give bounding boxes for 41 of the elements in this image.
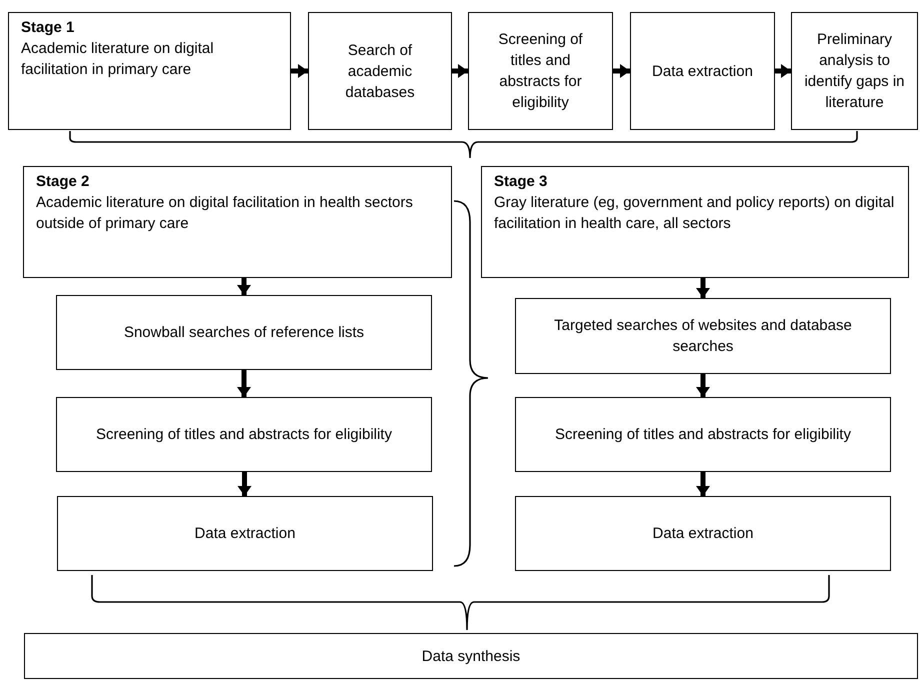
process-box <box>56 295 432 370</box>
arrow <box>775 64 791 78</box>
process-box <box>481 166 909 278</box>
arrow <box>238 472 252 496</box>
process-box <box>515 496 891 571</box>
arrow <box>613 64 630 78</box>
step-text: Academic literature on digital facilitation in primary care <box>21 39 215 80</box>
arrow <box>237 278 251 295</box>
process-box <box>308 12 452 130</box>
process-box <box>515 397 891 472</box>
step-text: Preliminary analysis to identify gaps in literature <box>804 30 905 113</box>
step-text: Screening of titles and abstracts for eligibility <box>497 30 584 113</box>
stage-heading: Stage 1 <box>21 18 74 38</box>
step-text: Screening of titles and abstracts for eligibility <box>96 425 392 445</box>
step-text: Data extraction <box>194 524 296 544</box>
step-text: Data extraction <box>652 62 753 82</box>
process-box <box>468 12 613 130</box>
process-box <box>24 633 918 679</box>
process-box <box>56 397 432 472</box>
arrow <box>291 64 308 78</box>
step-text: Data extraction <box>652 524 754 544</box>
step-text: Snowball searches of reference lists <box>124 323 364 343</box>
step-text: Gray literature (eg, government and policy reports) on digital facilitation in health care, all sectors <box>494 193 896 234</box>
stage-heading: Stage 3 <box>494 172 548 192</box>
process-box <box>23 166 452 278</box>
arrow <box>696 374 710 397</box>
process-box <box>630 12 775 130</box>
step-text: Targeted searches of websites and database searches <box>553 316 853 357</box>
process-box <box>515 298 891 374</box>
process-box <box>791 12 918 130</box>
arrow <box>237 370 251 397</box>
arrow <box>696 472 710 496</box>
step-text: Screening of titles and abstracts for eligibility <box>555 425 851 445</box>
step-text: Data synthesis <box>422 647 520 667</box>
arrow <box>696 278 710 298</box>
process-box <box>8 12 291 130</box>
arrow <box>452 64 468 78</box>
stage-heading: Stage 2 <box>36 172 90 192</box>
process-box <box>57 496 433 571</box>
step-text: Academic literature on digital facilitation in health sectors outside of primary care <box>36 193 414 234</box>
step-text: Search of academic databases <box>344 40 416 102</box>
